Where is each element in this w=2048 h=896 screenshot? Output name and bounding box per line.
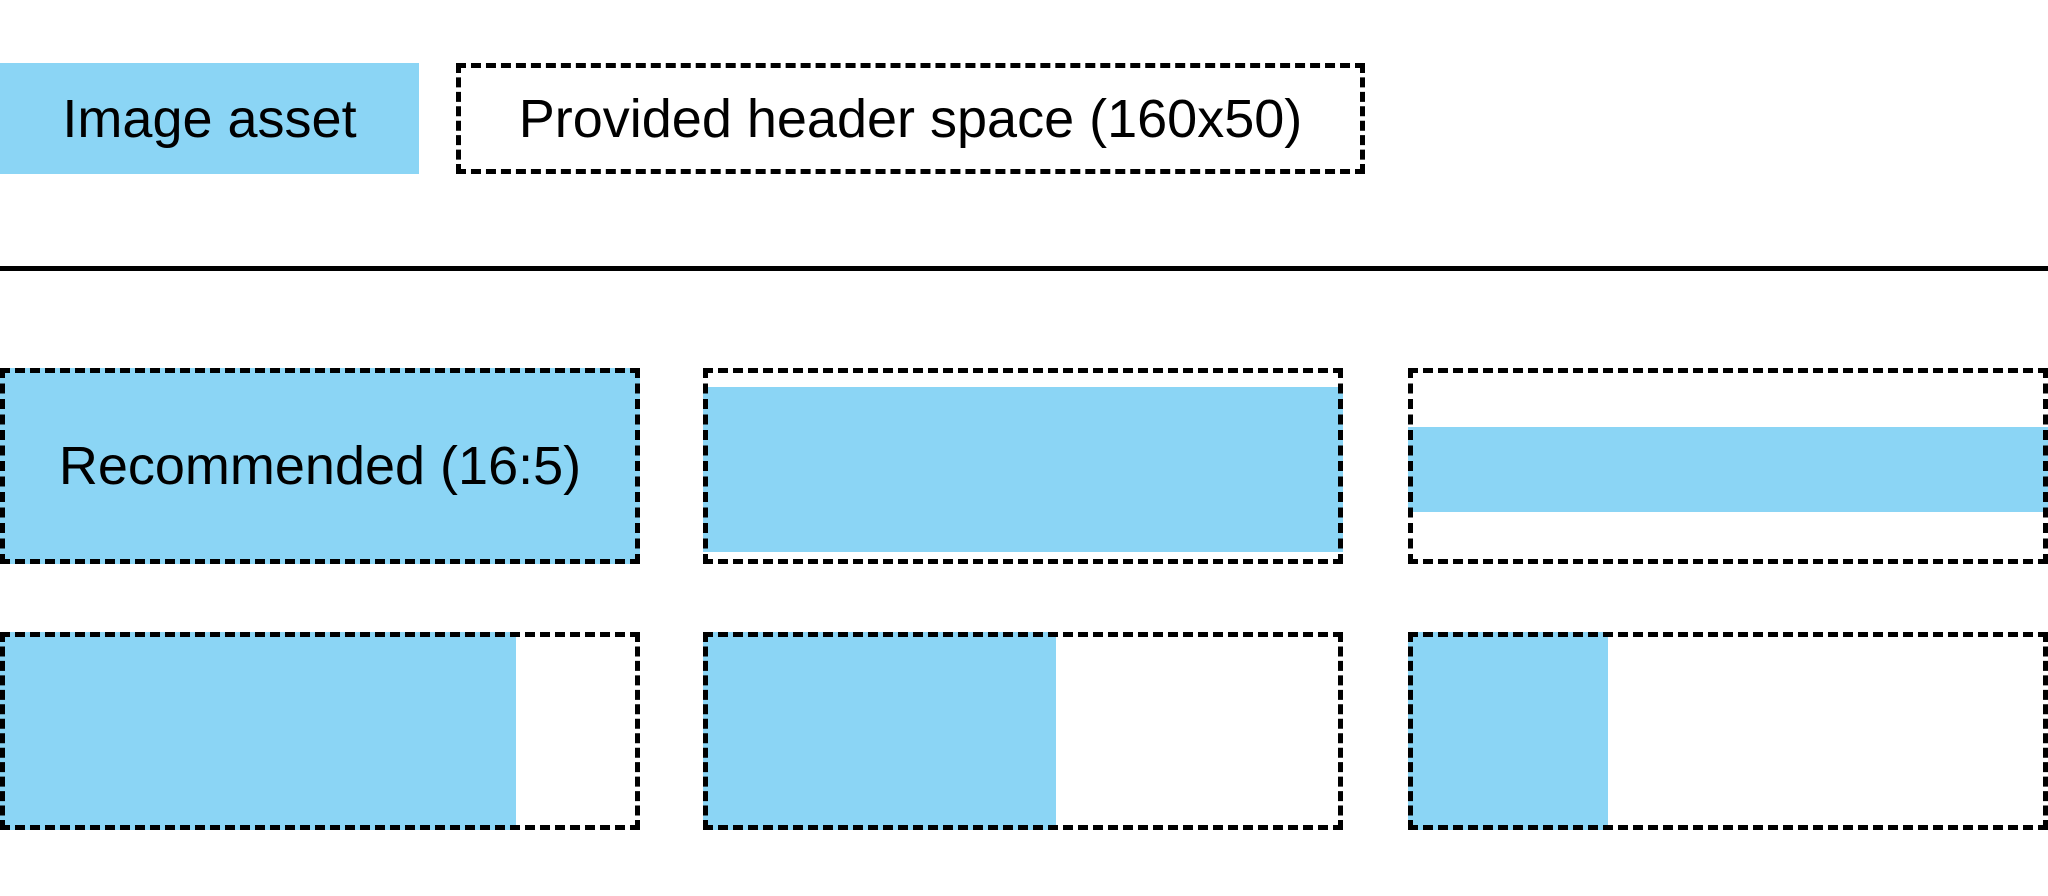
image-asset-label: Image asset: [62, 88, 357, 149]
example-full-height-narrow: [1408, 632, 2048, 830]
divider-line: [0, 266, 2048, 271]
header-space-label: Provided header space (160x50): [518, 88, 1303, 149]
asset-fill: [0, 368, 640, 564]
asset-fill: [0, 632, 516, 830]
example-full-width-thin-strip: [1408, 368, 2048, 564]
example-recommended-16-5: Recommended (16:5): [0, 368, 640, 564]
asset-fill: [703, 387, 1343, 552]
example-full-height-medium: [703, 632, 1343, 830]
asset-fill: [703, 632, 1056, 830]
image-asset-legend-swatch: Image asset: [0, 63, 419, 174]
header-space-legend-box: Provided header space (160x50): [456, 63, 1365, 174]
asset-fill: [1408, 427, 2048, 512]
example-label: Recommended (16:5): [58, 436, 582, 496]
asset-fill: [1408, 632, 1608, 830]
example-full-width-reduced-height: [703, 368, 1343, 564]
example-full-height-wide: [0, 632, 640, 830]
